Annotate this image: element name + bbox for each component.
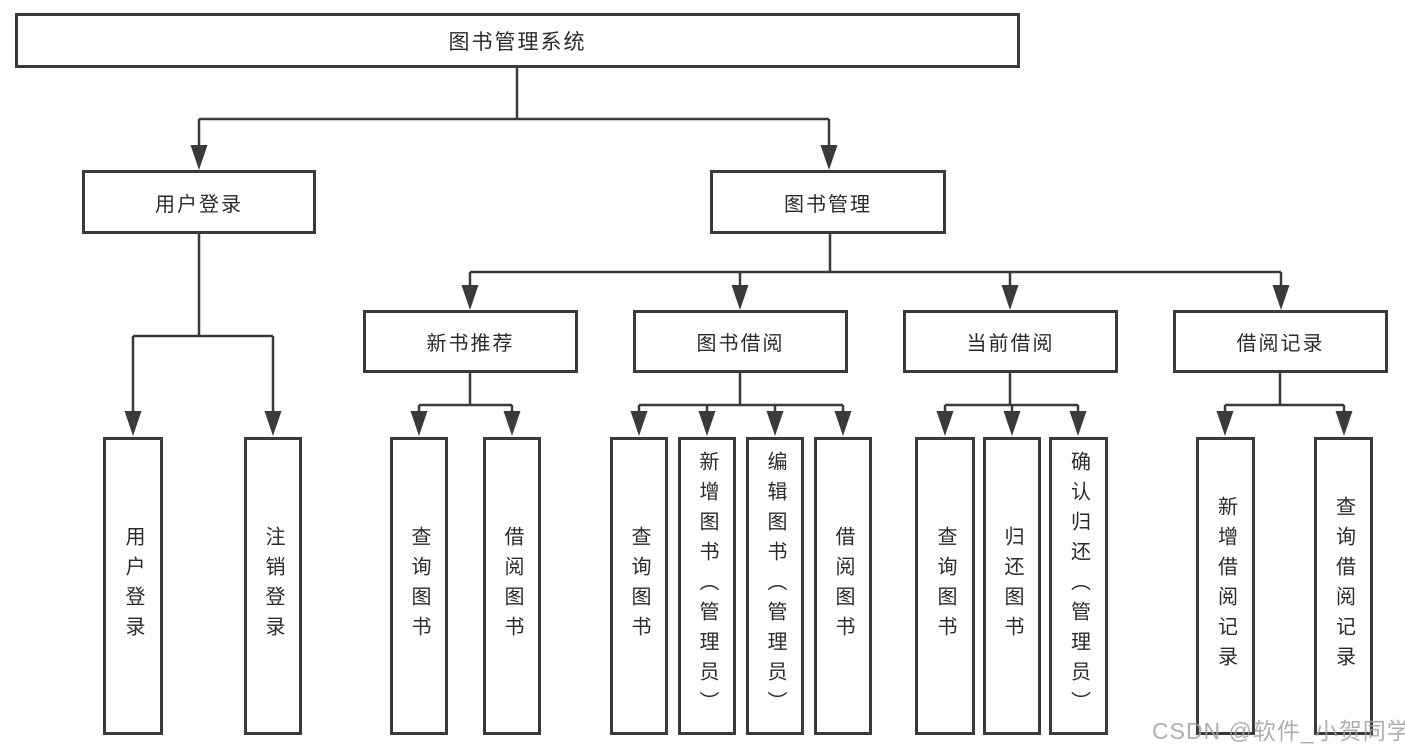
leaf-add-books-admin: 新增图书（管理员） [678,437,736,735]
leaf-query-books-current: 查询图书 [915,437,975,735]
leaf-query-borrow-record: 查询借阅记录 [1314,437,1373,735]
node-book-management: 图书管理 [710,170,946,234]
node-current-borrowing: 当前借阅 [903,310,1118,373]
leaf-add-books-admin-label: 新增图书（管理员） [696,451,718,721]
leaf-query-books-borrow: 查询图书 [610,437,668,735]
leaf-confirm-return-admin-label: 确认归还（管理员） [1067,451,1090,721]
leaf-edit-books-admin: 编辑图书（管理员） [746,437,804,735]
leaf-add-borrow-record-label: 新增借阅记录 [1214,496,1237,676]
leaf-query-books-recommend: 查询图书 [390,437,448,735]
leaf-confirm-return-admin: 确认归还（管理员） [1049,437,1108,735]
leaf-add-borrow-record: 新增借阅记录 [1196,437,1255,735]
leaf-query-books-borrow-label: 查询图书 [628,526,650,646]
node-book-borrowing: 图书借阅 [633,310,848,373]
leaf-query-borrow-record-label: 查询借阅记录 [1332,496,1355,676]
node-borrowing-records-label: 借阅记录 [1236,333,1325,355]
leaf-user-login: 用户登录 [103,437,163,735]
leaf-edit-books-admin-label: 编辑图书（管理员） [764,451,786,721]
node-new-book-recommendation-label: 新书推荐 [426,333,515,355]
node-current-borrowing-label: 当前借阅 [966,333,1055,355]
leaf-borrow-books-label: 借阅图书 [832,526,854,646]
csdn-watermark: CSDN @软件_小贺同学 [1152,718,1405,744]
leaf-return-books-label: 归还图书 [1001,526,1023,646]
leaf-borrow-books-recommend: 借阅图书 [483,437,541,735]
node-user-login: 用户登录 [82,170,316,234]
leaf-return-books: 归还图书 [983,437,1041,735]
node-book-management-label: 图书管理 [784,193,872,216]
arrowheads [124,145,1353,436]
node-root-label: 图书管理系统 [448,30,587,54]
leaf-user-login-label: 用户登录 [122,526,144,646]
node-user-login-label: 用户登录 [155,193,243,216]
leaf-borrow-books: 借阅图书 [814,437,872,735]
node-new-book-recommendation: 新书推荐 [363,310,578,373]
node-borrowing-records: 借阅记录 [1173,310,1388,373]
node-book-borrowing-label: 图书借阅 [696,333,785,355]
node-root-system: 图书管理系统 [15,13,1020,68]
leaf-borrow-books-recommend-label: 借阅图书 [501,526,523,646]
leaf-query-books-current-label: 查询图书 [934,526,956,646]
leaf-logout: 注销登录 [244,437,302,735]
leaf-query-books-recommend-label: 查询图书 [408,526,430,646]
leaf-logout-label: 注销登录 [262,526,284,646]
